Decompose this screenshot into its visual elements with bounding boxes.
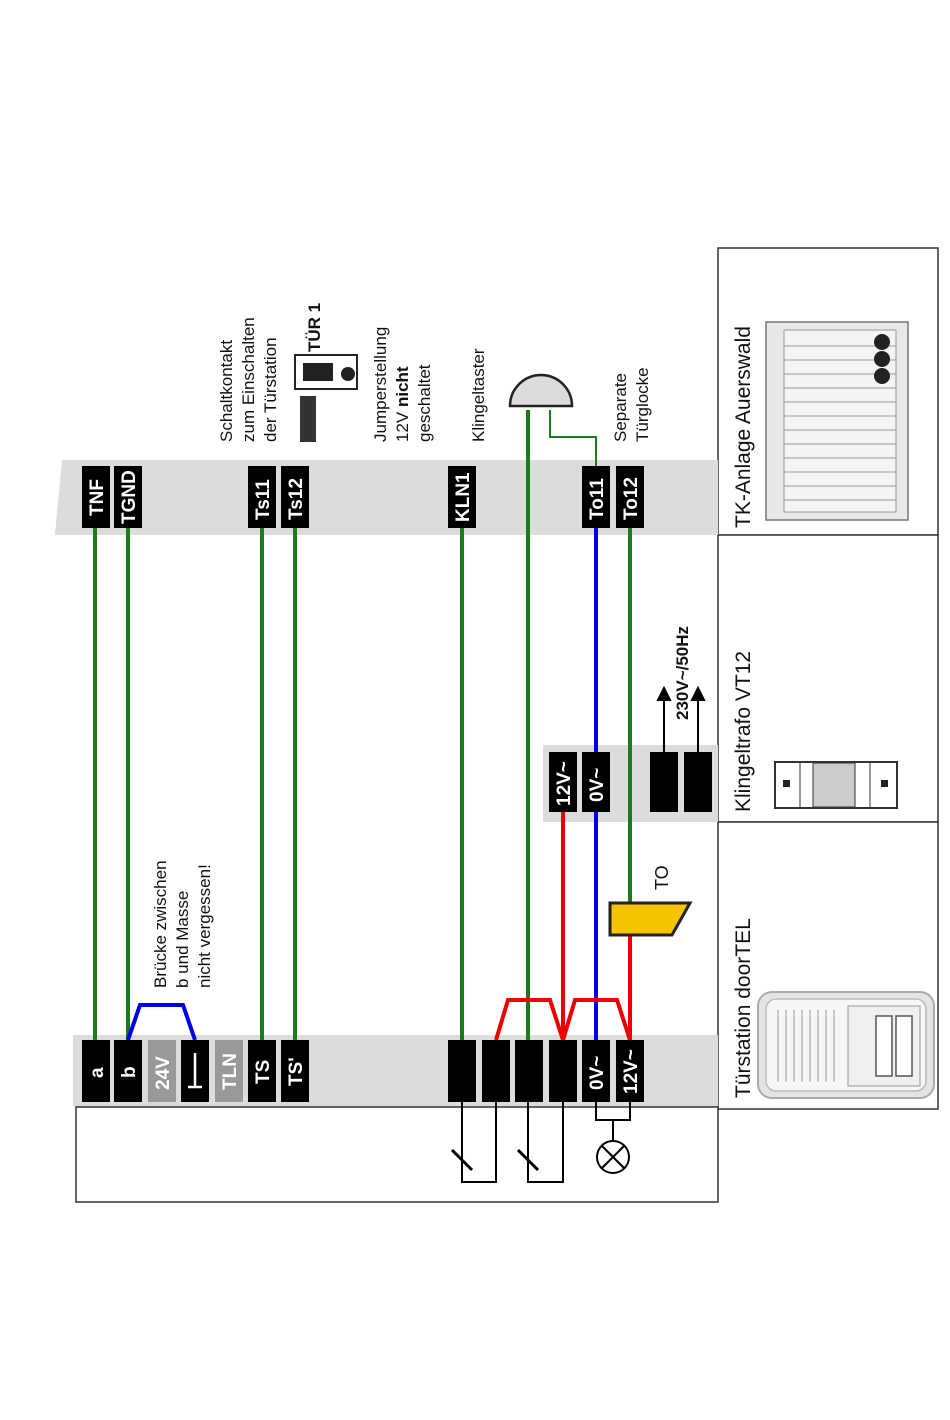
terminal-door-12v-label: 12V~ [621, 1049, 642, 1094]
bridge-b-ground [126, 1003, 197, 1041]
terminal-tln-label: TLN [220, 1053, 241, 1090]
door-opener-label: TO [652, 865, 672, 890]
mains-arrows [656, 685, 706, 752]
terminal-kln1-label: KLN1 [453, 472, 474, 522]
bell-button-label: Klingeltaster [469, 348, 488, 442]
door-opener-icon [608, 901, 693, 937]
jumper-setting-line-3: geschaltet [415, 364, 434, 442]
terminal-ts11-label: Ts11 [253, 479, 274, 520]
terminal-ts12-label: Ts12 [286, 478, 307, 520]
tk-terminals: TNF TGND Ts11 Ts12 KLN1 To11 To12 [82, 466, 644, 528]
terminal-b [114, 1040, 142, 1102]
terminal-input-2 [482, 1040, 510, 1102]
bridge-note-line-2: b und Masse [173, 891, 192, 988]
terminal-trafo-12v-label: 12V~ [554, 761, 575, 806]
terminal-tgnd [114, 466, 142, 528]
jumper-icon [294, 354, 358, 442]
terminal-door-0v-label: 0V~ [587, 1056, 608, 1090]
tuerstation-device-icon [757, 991, 935, 1099]
tk-terminal-strip [55, 460, 718, 535]
lamp-symbol-icon [595, 1102, 631, 1174]
terminal-tgnd-label: TGND [119, 470, 140, 524]
terminal-tnf-label: TNF [87, 479, 108, 516]
terminal-trafo-12v [549, 752, 577, 812]
jumper-setting-line-2: 12V nicht [393, 366, 412, 442]
bell-button-icon [508, 373, 574, 408]
tk-anlage-label: TK-Anlage Auerswald [732, 326, 755, 528]
terminal-a-label: a [87, 1067, 108, 1078]
wire-12v-bridge-2 [561, 998, 632, 1041]
wire-12v-bridge-1 [494, 998, 565, 1041]
terminal-input-3 [515, 1040, 543, 1102]
terminal-trafo-0v-label: 0V~ [587, 768, 608, 802]
jumper-title: TÜR 1 [305, 303, 324, 352]
separate-bell-line-2: Türglocke [633, 367, 652, 442]
ground-symbol-icon [188, 1053, 202, 1089]
terminal-24v-label: 24V [153, 1056, 174, 1090]
terminal-input-1 [448, 1040, 476, 1102]
terminal-ts-prime-label: TS' [286, 1057, 307, 1086]
terminal-to11-label: To11 [587, 478, 608, 520]
separate-bell-line-1: Separate [611, 373, 630, 442]
bridge-note-line-1: Brücke zwischen [151, 860, 170, 988]
switch-contact-line-1: Schaltkontakt [217, 340, 236, 442]
terminal-trafo-mains-2 [684, 752, 712, 812]
door-terminal-strip [73, 1035, 718, 1107]
terminal-ts [248, 1040, 276, 1102]
mains-voltage-label: 230V~/50Hz [673, 626, 692, 720]
terminal-door-0v [582, 1040, 610, 1102]
terminal-tnf [82, 466, 110, 528]
terminal-to12-label: To12 [621, 477, 642, 520]
terminal-input-4 [549, 1040, 577, 1102]
klingeltrafo-label: Klingeltrafo VT12 [732, 651, 755, 812]
terminal-a [82, 1040, 110, 1102]
door-terminals: a b 24V TLN TS TS' 0V~ 12V~ [82, 1040, 644, 1102]
bridge-note-line-3: nicht vergessen! [195, 864, 214, 988]
terminal-ts-label: TS [253, 1060, 274, 1084]
jumper-setting-line-1: Jumperstellung [371, 327, 390, 442]
terminal-trafo-0v [582, 752, 610, 812]
terminal-door-12v [616, 1040, 644, 1102]
klingeltrafo-device-icon [774, 761, 898, 809]
terminal-ts12 [281, 466, 309, 528]
tk-anlage-device-icon [765, 321, 909, 521]
door-inputs-box [75, 1106, 719, 1203]
trafo-terminals: 12V~ 0V~ [549, 752, 712, 812]
terminal-24v [148, 1040, 176, 1102]
terminal-tln [215, 1040, 243, 1102]
wire-separate-bell [549, 410, 597, 470]
terminal-to12 [616, 466, 644, 528]
switch-contact-line-3: der Türstation [261, 337, 280, 442]
terminal-to11 [582, 466, 610, 528]
terminal-kln1 [448, 466, 476, 528]
switch-contact-line-2: zum Einschalten [239, 317, 258, 442]
terminal-b-label: b [119, 1066, 140, 1078]
tuerstation-label: Türstation doorTEL [732, 918, 755, 1098]
input-switches [450, 1102, 564, 1183]
terminal-ts11 [248, 466, 276, 528]
terminal-trafo-mains-1 [650, 752, 678, 812]
terminal-ts-prime [281, 1040, 309, 1102]
